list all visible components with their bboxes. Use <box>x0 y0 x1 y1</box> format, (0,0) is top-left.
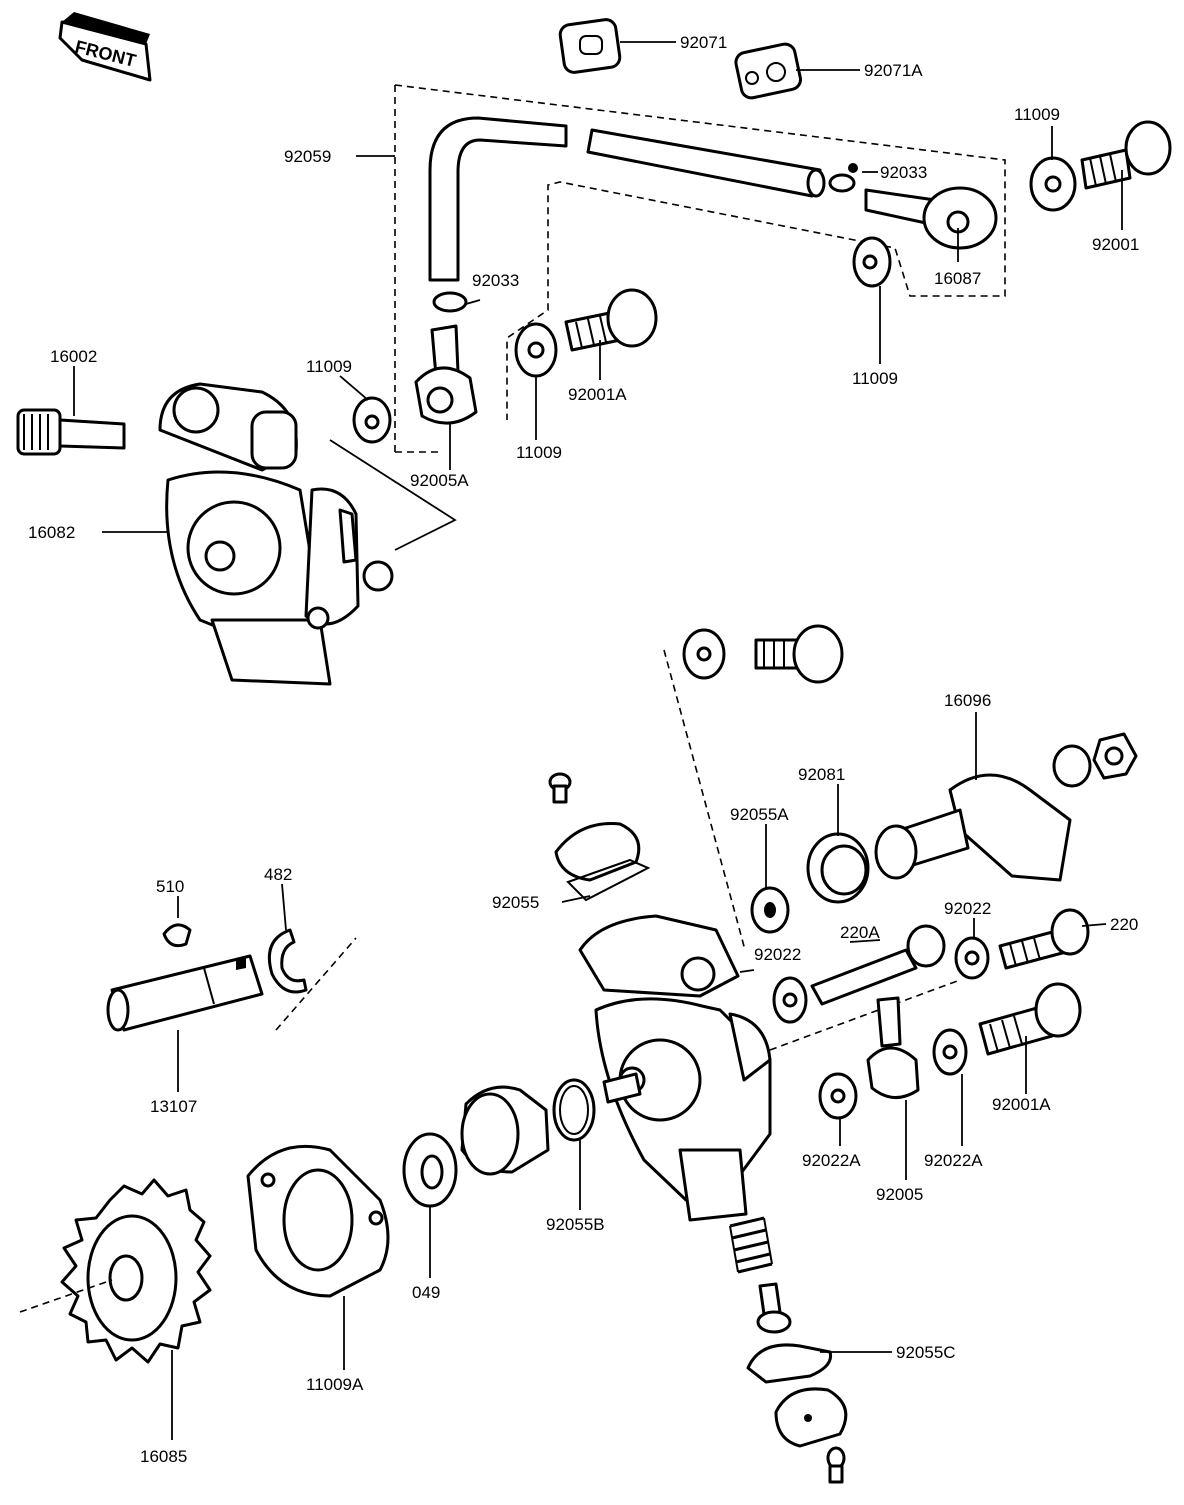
gear-16085 <box>60 1178 212 1364</box>
label-11009-b: 11009 <box>306 357 352 376</box>
front-arrow-tag: FRONT <box>58 12 152 82</box>
washer-11009-mid-right <box>852 236 892 288</box>
part-labels: 92071 92071A 92059 11009 92033 92001 920… <box>28 33 1139 1466</box>
label-92055b: 92055B <box>546 1215 605 1234</box>
label-92022a-a: 92022A <box>802 1151 861 1170</box>
label-92022-a: 92022 <box>754 945 801 964</box>
label-11009-c: 11009 <box>852 369 898 388</box>
nut-washer-16096 <box>1052 732 1138 788</box>
oil-pump-16082 <box>158 382 394 686</box>
dashed-group-frame <box>394 84 1006 453</box>
label-92081: 92081 <box>798 765 845 784</box>
label-92055a: 92055A <box>730 805 789 824</box>
washer-92022a-right <box>932 1028 968 1076</box>
washer-11009-right-upper <box>1029 156 1077 212</box>
label-92033-a: 92033 <box>880 163 927 182</box>
pump-shaft-13107 <box>106 954 264 1032</box>
rotor-inner-049 <box>402 1132 458 1208</box>
cover-plate-bottom <box>774 1387 848 1448</box>
oil-pump-body-lower <box>578 914 772 1222</box>
label-92071: 92071 <box>680 33 727 52</box>
label-13107: 13107 <box>150 1097 197 1116</box>
banjo-fitting-16087 <box>864 186 998 250</box>
banjo-fitting-92005 <box>866 996 920 1099</box>
key-510 <box>162 923 192 948</box>
washer-bolt-top-right <box>682 624 844 684</box>
bolt-220 <box>998 908 1090 970</box>
leader-lines <box>73 41 1123 1440</box>
label-92001a-b: 92001A <box>992 1095 1051 1114</box>
label-16002: 16002 <box>50 347 97 366</box>
circlip-482 <box>267 928 308 994</box>
label-482: 482 <box>264 865 292 884</box>
seal-92081 <box>806 832 870 904</box>
rubber-cap-92071 <box>558 18 622 74</box>
bolt-92001a-upper <box>564 288 658 352</box>
washer-92022-center <box>772 976 808 1024</box>
label-16082: 16082 <box>28 523 75 542</box>
label-92055: 92055 <box>492 893 539 912</box>
label-16087: 16087 <box>934 269 981 288</box>
banjo-bolt-16002 <box>16 408 126 456</box>
rubber-cap-92071a <box>734 42 802 100</box>
clip-92033-upper <box>828 163 858 193</box>
label-220: 220 <box>1110 915 1138 934</box>
label-510: 510 <box>156 877 184 896</box>
washer-92022-right <box>954 936 990 980</box>
label-16085: 16085 <box>140 1447 187 1466</box>
label-92022a-b: 92022A <box>924 1151 983 1170</box>
label-11009-d: 11009 <box>516 443 562 462</box>
label-92005: 92005 <box>876 1185 923 1204</box>
seal-92055a <box>750 886 790 934</box>
bolt-92001 <box>1080 120 1172 190</box>
screw-small-bottom <box>826 1446 846 1484</box>
label-92059: 92059 <box>284 147 331 166</box>
label-16096: 16096 <box>944 691 991 710</box>
label-92071a: 92071A <box>864 61 923 80</box>
label-049: 049 <box>412 1283 440 1302</box>
rotor-outer <box>460 1085 550 1176</box>
bolt-92001a-lower <box>978 982 1082 1056</box>
label-92005a: 92005A <box>410 471 469 490</box>
washer-11009-left <box>352 396 392 444</box>
oil-hose-92059 <box>428 116 826 282</box>
banjo-fitting-92005a <box>414 324 478 425</box>
washer-11009-center <box>514 322 558 378</box>
label-11009-a: 11009 <box>1014 105 1060 124</box>
washer-92022a-left <box>818 1072 858 1120</box>
clip-92033-lower <box>432 291 468 313</box>
bolt-220a <box>810 924 946 1006</box>
gasket-92055c <box>746 1343 833 1384</box>
label-220a: 220A <box>840 923 880 942</box>
label-92001: 92001 <box>1092 235 1139 254</box>
oring-92055b <box>552 1078 596 1142</box>
cover-16096 <box>874 773 1072 882</box>
cover-plate-92055 <box>554 822 651 902</box>
spring <box>729 1216 773 1274</box>
label-92001a-a: 92001A <box>568 385 627 404</box>
gasket-11009a <box>246 1144 390 1298</box>
label-11009a: 11009A <box>306 1375 364 1394</box>
screw-small-top <box>548 772 572 804</box>
label-92033-b: 92033 <box>472 271 519 290</box>
label-92022-b: 92022 <box>944 899 991 918</box>
label-92055c: 92055C <box>896 1343 956 1362</box>
plunger-plug <box>756 1282 792 1334</box>
